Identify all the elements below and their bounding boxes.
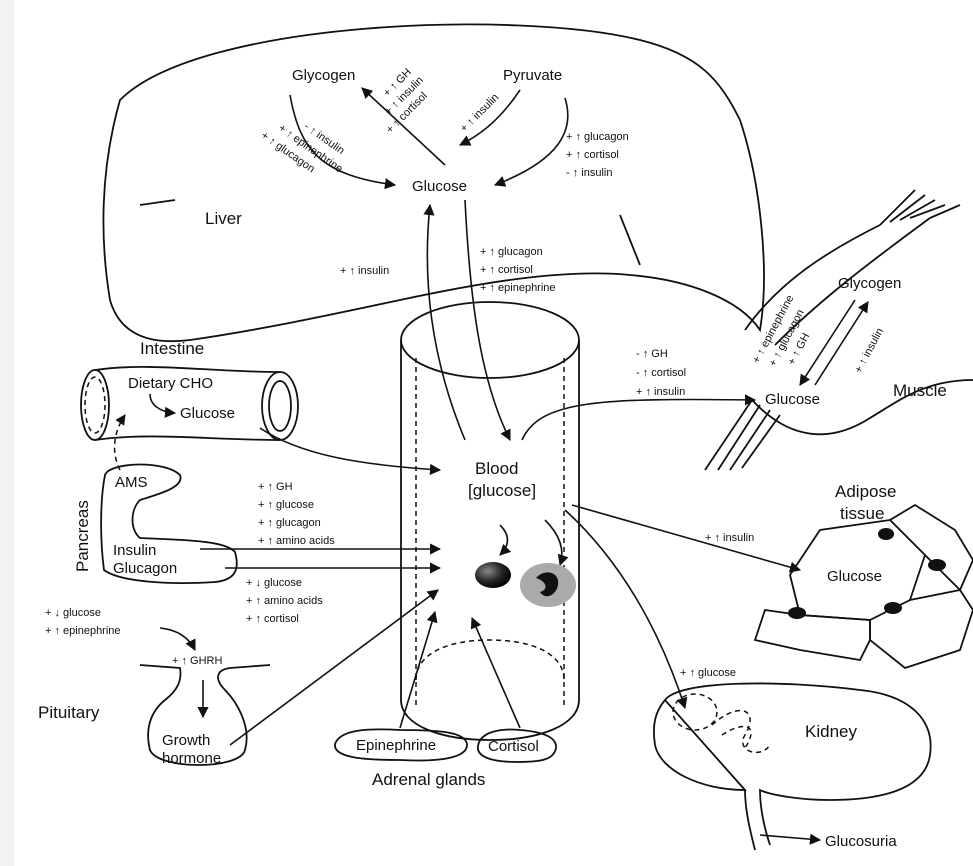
pancreas-glucagon: Glucagon [113,560,177,577]
blood-to-liver-arrow [427,205,465,440]
svg-text:- ↑ insulin: - ↑ insulin [566,167,612,179]
liver-fissure-right [620,215,640,265]
svg-text:+ ↑ amino acids: + ↑ amino acids [246,595,323,607]
adrenal-cortisol: Cortisol [488,738,539,755]
intestine-glucose: Glucose [180,405,235,422]
pancreas-label: Pancreas [73,500,92,572]
cortisol-to-blood-arrow [472,618,520,728]
kidney-outline [654,683,931,850]
svg-text:+ ↑ insulin: + ↑ insulin [636,386,685,398]
kidney-reg: + ↑ glucose [680,667,736,679]
svg-text:+ ↑ glucagon: + ↑ glucagon [258,517,321,529]
liver-reg-pyruvate: + ↑ insulin [458,91,501,134]
blood-to-muscle-arrow [522,399,755,440]
adipose-reg-uptake: + ↑ insulin [705,532,754,544]
adipose-label-line1: Adipose [835,482,896,501]
intestine-to-blood-arrow [260,428,440,470]
muscle: Glycogen Glucose Muscle + ↑ epinephrine … [522,190,973,470]
pancreas-insulin: Insulin [113,542,156,559]
liver-reg-glycogenolysis: - ↑ insulin + ↑ epinephrine + ↑ glucagon [259,103,354,188]
liver-reg-gluconeogenesis: + ↑ glucagon + ↑ cortisol - ↑ insulin [566,131,629,179]
muscle-label: Muscle [893,381,947,400]
svg-text:+ ↑ cortisol: + ↑ cortisol [246,613,299,625]
adrenal-glands: Epinephrine Cortisol Adrenal glands [335,612,556,789]
pancreas-reg-secretion: + ↑ GH + ↑ glucose + ↑ glucagon + ↑ amin… [258,481,335,547]
red-cell-icon [475,562,511,588]
vessel-wall [401,340,579,740]
liver-reg-uptake: + ↑ insulin [340,265,389,277]
pituitary-reg-hypothalamus: + ↓ glucose + ↑ epinephrine [45,607,121,637]
svg-text:+ ↑ glucagon: + ↑ glucagon [480,246,543,258]
adipose-glucose: Glucose [827,568,882,585]
muscle-glycogen: Glycogen [838,275,901,292]
growth-hormone-line1: Growth [162,732,210,749]
blood-label: Blood [475,459,518,478]
svg-text:+ ↑ GH: + ↑ GH [258,481,293,493]
growth-hormone-line2: hormone [162,750,221,767]
adipose-tissue: Adipose tissue Glucose + ↑ insulin [572,482,973,668]
svg-text:+ ↓ glucose: + ↓ glucose [45,607,101,619]
svg-text:+ ↑ glucagon: + ↑ glucagon [566,131,629,143]
epinephrine-to-blood-arrow [400,612,435,728]
ams-to-intestine-arrow [115,415,125,470]
blood-to-kidney-arrow [565,510,685,708]
liver-label: Liver [205,209,242,228]
pancreas: Pancreas AMS Insulin Glucagon + ↑ GH + ↑… [73,464,440,625]
liver-fissure-left [140,200,175,205]
svg-text:+ ↑ cortisol: + ↑ cortisol [480,264,533,276]
liver-glycogen: Glycogen [292,67,355,84]
svg-text:+ ↑ amino acids: + ↑ amino acids [258,535,335,547]
svg-text:+ ↑ epinephrine: + ↑ epinephrine [480,282,556,294]
liver-pyruvate: Pyruvate [503,67,562,84]
muscle-reg-glycogenolysis: + ↑ epinephrine + ↑ glucagon + ↑ GH [750,293,824,380]
blood-vessel: Blood [glucose] [401,302,579,740]
svg-text:+ ↓ glucose: + ↓ glucose [246,577,302,589]
blood-glucose-label: [glucose] [468,481,536,500]
glucosuria-label: Glucosuria [825,833,897,850]
liver: Liver Glycogen Pyruvate Glucose + ↑ GH +… [103,24,763,341]
intestine-label: Intestine [140,339,204,358]
liver-to-blood-arrow [465,200,510,440]
muscle-glucose: Glucose [765,391,820,408]
liver-reg-output: + ↑ glucagon + ↑ cortisol + ↑ epinephrin… [480,246,556,294]
adrenal-label: Adrenal glands [372,770,485,789]
liver-glucose: Glucose [412,178,467,195]
blood-to-adipose-arrow [572,505,800,570]
muscle-reg-uptake: - ↑ GH - ↑ cortisol + ↑ insulin [636,348,686,398]
pancreas-ams: AMS [115,474,148,491]
pituitary-label: Pituitary [38,703,100,722]
adipose-label-line2: tissue [840,504,884,523]
intestine: Intestine Dietary CHO Glucose [81,339,440,470]
page-edge [0,0,14,866]
vessel-top [401,302,579,378]
kidney-label: Kidney [805,722,857,741]
muscle-reg-glycogenesis: + ↑ insulin [852,326,886,375]
svg-text:+ ↑ epinephrine: + ↑ epinephrine [45,625,121,637]
svg-text:- ↑ cortisol: - ↑ cortisol [636,367,686,379]
pituitary-ghrh: + ↑ GHRH [172,655,222,667]
svg-text:+ ↑ cortisol: + ↑ cortisol [566,149,619,161]
intestine-dietary-cho: Dietary CHO [128,375,213,392]
liver-gluconeogenesis-arrow [495,98,568,185]
svg-text:- ↑ GH: - ↑ GH [636,348,668,360]
svg-text:+ ↑ glucose: + ↑ glucose [258,499,314,511]
adrenal-epinephrine: Epinephrine [356,737,436,754]
pancreas-reg-glucagon: + ↓ glucose + ↑ amino acids + ↑ cortisol [246,577,323,625]
kidney: + ↑ glucose Kidney Glucosuria [565,510,931,850]
